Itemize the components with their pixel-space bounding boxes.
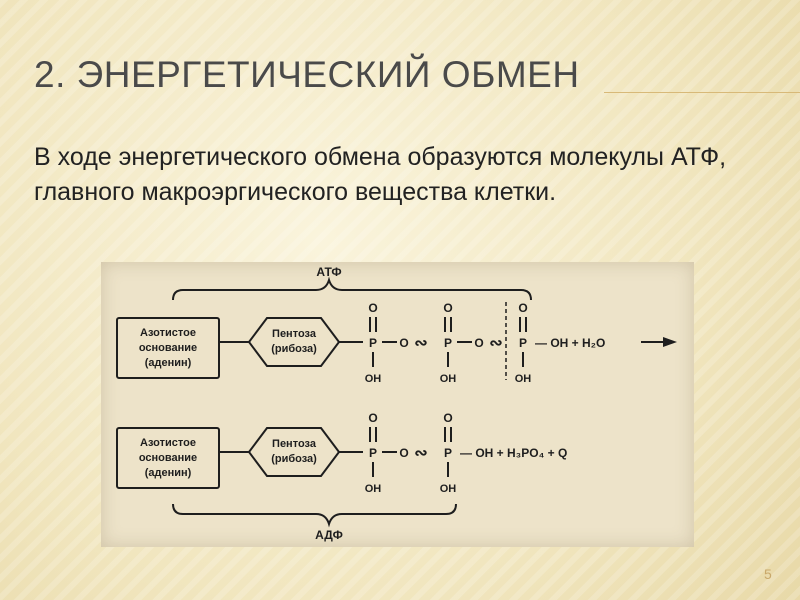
pentose-hexagon-atp (247, 317, 341, 367)
phosphorus-p2-adp: P (444, 446, 452, 460)
phosphorus-p1-adp: P (369, 446, 377, 460)
atp-brace (172, 276, 532, 301)
base-line2-adp: основание (139, 452, 197, 464)
base-box-atp (116, 317, 220, 379)
macroergic-bond-1-adp: ∾ (414, 445, 427, 462)
adp-products-tail: — OH + H₃PO₄ + Q (460, 446, 567, 460)
oxygen-top-p1-adp: O (368, 411, 377, 425)
hydroxyl-p2-adp: OH (440, 483, 457, 495)
hydroxyl-p2-atp: OH (440, 373, 457, 385)
atp-adp-diagram: АТФ Азотистое основание (аденин) Пентоза… (101, 262, 694, 547)
phosphorus-p3-atp: P (519, 336, 527, 350)
bridge-oxygen-2-atp: O (474, 336, 483, 350)
pentose-hexagon-adp (247, 427, 341, 477)
phosphorus-p1-atp: P (369, 336, 377, 350)
base-line1-adp: Азотистое (140, 437, 196, 449)
oxygen-top-p2-atp: O (443, 301, 452, 315)
atp-hydrolysis-tail: — OH + H₂O (535, 336, 605, 350)
diagram-svg: АТФ Азотистое основание (аденин) Пентоза… (116, 265, 677, 542)
atp-label: АТФ (316, 265, 341, 279)
base-line3-atp: (аденин) (145, 357, 192, 369)
base-box-adp (116, 427, 220, 489)
adp-brace (172, 503, 457, 528)
oxygen-top-p1-atp: O (368, 301, 377, 315)
title-divider (604, 92, 800, 93)
pentose-line2-adp: (рибоза) (271, 453, 317, 465)
base-line2-atp: основание (139, 342, 197, 354)
hydroxyl-p3-atp: OH (515, 373, 532, 385)
pentose-line2-atp: (рибоза) (271, 343, 317, 355)
pentose-line1-adp: Пентоза (272, 438, 317, 450)
hydroxyl-p1-adp: OH (365, 483, 382, 495)
phosphorus-p2-atp: P (444, 336, 452, 350)
bridge-oxygen-1-adp: O (399, 446, 408, 460)
oxygen-top-p2-adp: O (443, 411, 452, 425)
macroergic-bond-1-atp: ∾ (414, 335, 427, 352)
bridge-oxygen-1-atp: O (399, 336, 408, 350)
page-number: 5 (764, 566, 772, 582)
base-line1-atp: Азотистое (140, 327, 196, 339)
reaction-arrow-head (663, 337, 677, 347)
adp-label: АДФ (315, 528, 343, 542)
pentose-line1-atp: Пентоза (272, 328, 317, 340)
hydroxyl-p1-atp: OH (365, 373, 382, 385)
macroergic-bond-2-atp: ∾ (489, 335, 502, 352)
slide-title: 2. ЭНЕРГЕТИЧЕСКИЙ ОБМЕН (34, 54, 580, 95)
body-text: В ходе энергетического обмена образуются… (34, 143, 727, 206)
base-line3-adp: (аденин) (145, 467, 192, 479)
oxygen-top-p3-atp: O (518, 301, 527, 315)
